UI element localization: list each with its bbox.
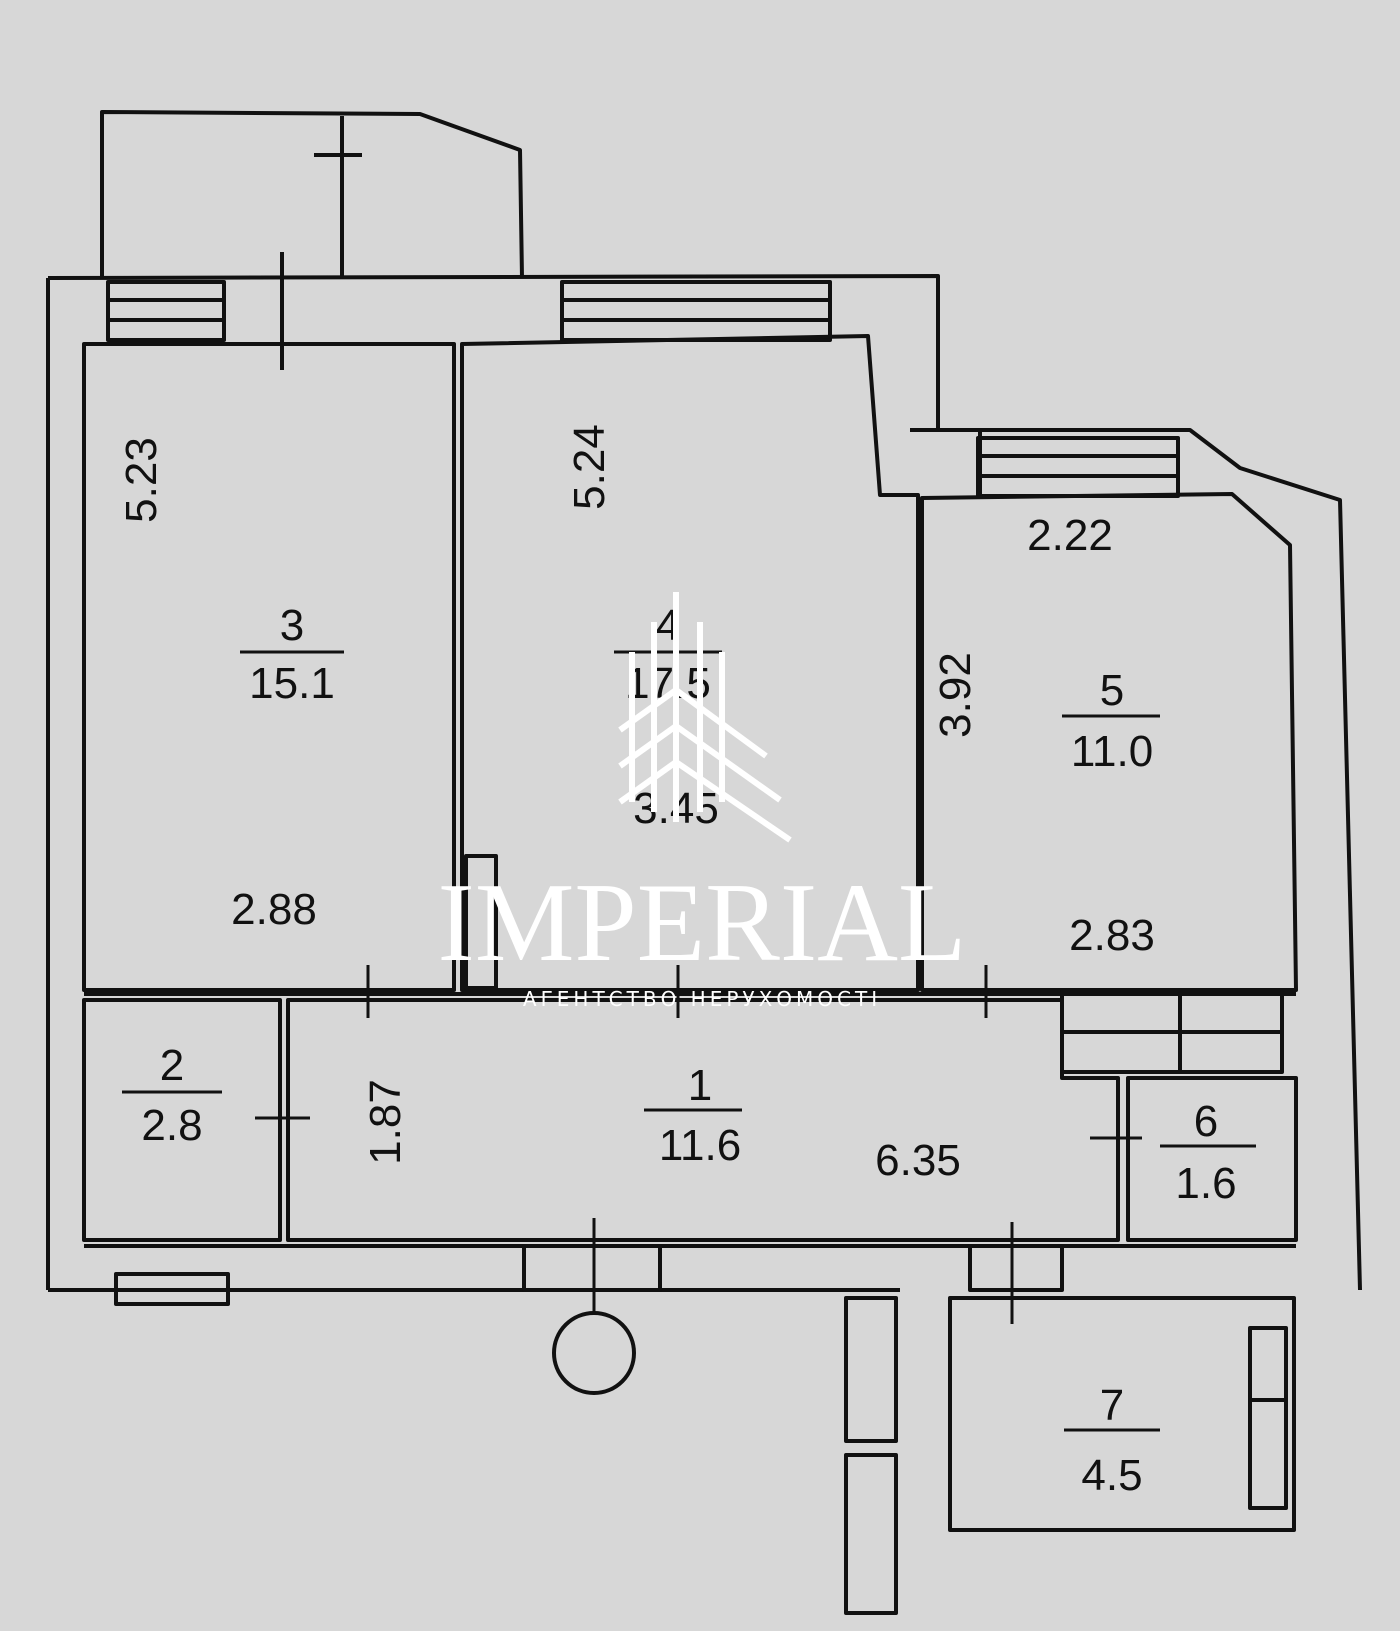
dim-room4-length: 5.24: [565, 424, 614, 510]
room-1-number: 1: [688, 1061, 712, 1110]
watermark-subtitle: АГЕНТСТВО НЕРУХОМОСТІ: [523, 987, 881, 1011]
room-3-number: 3: [280, 601, 304, 650]
room-2-area: 2.8: [141, 1101, 202, 1150]
room-5-number: 5: [1100, 666, 1124, 715]
room-3-area: 15.1: [249, 659, 335, 708]
dim-room1-length: 6.35: [875, 1136, 961, 1185]
door-marks: [255, 965, 1142, 1324]
room-4-area: 17.5: [625, 659, 711, 708]
dim-room5-length: 3.92: [931, 652, 980, 738]
plan-walls: [46, 110, 1362, 1615]
room-1-area: 11.6: [659, 1121, 741, 1170]
dim-room1-width: 1.87: [361, 1079, 410, 1165]
room-2-number: 2: [160, 1041, 184, 1090]
room-labels: 3 15.1 4 17.5 5 11.0 2 2.8 1 11.6 6 1.6 …: [122, 601, 1256, 1500]
dim-room5-top: 2.22: [1027, 511, 1113, 560]
room-5-area: 11.0: [1071, 727, 1153, 776]
dimension-labels: 5.23 2.88 5.24 3.45 2.22 3.92 2.83 1.87 …: [117, 424, 1155, 1185]
watermark-title: IMPERIAL: [438, 861, 967, 985]
dim-room3-width: 2.88: [231, 885, 317, 934]
room-6-area: 1.6: [1175, 1159, 1236, 1208]
room-7-number: 7: [1100, 1381, 1124, 1430]
room-6-number: 6: [1194, 1097, 1218, 1146]
dim-room5-width: 2.83: [1069, 911, 1155, 960]
dim-room3-length: 5.23: [117, 437, 166, 523]
imperial-logo-icon: [618, 592, 792, 843]
room-7-area: 4.5: [1081, 1451, 1142, 1500]
imperial-watermark: IMPERIAL АГЕНТСТВО НЕРУХОМОСТІ: [438, 592, 967, 1011]
